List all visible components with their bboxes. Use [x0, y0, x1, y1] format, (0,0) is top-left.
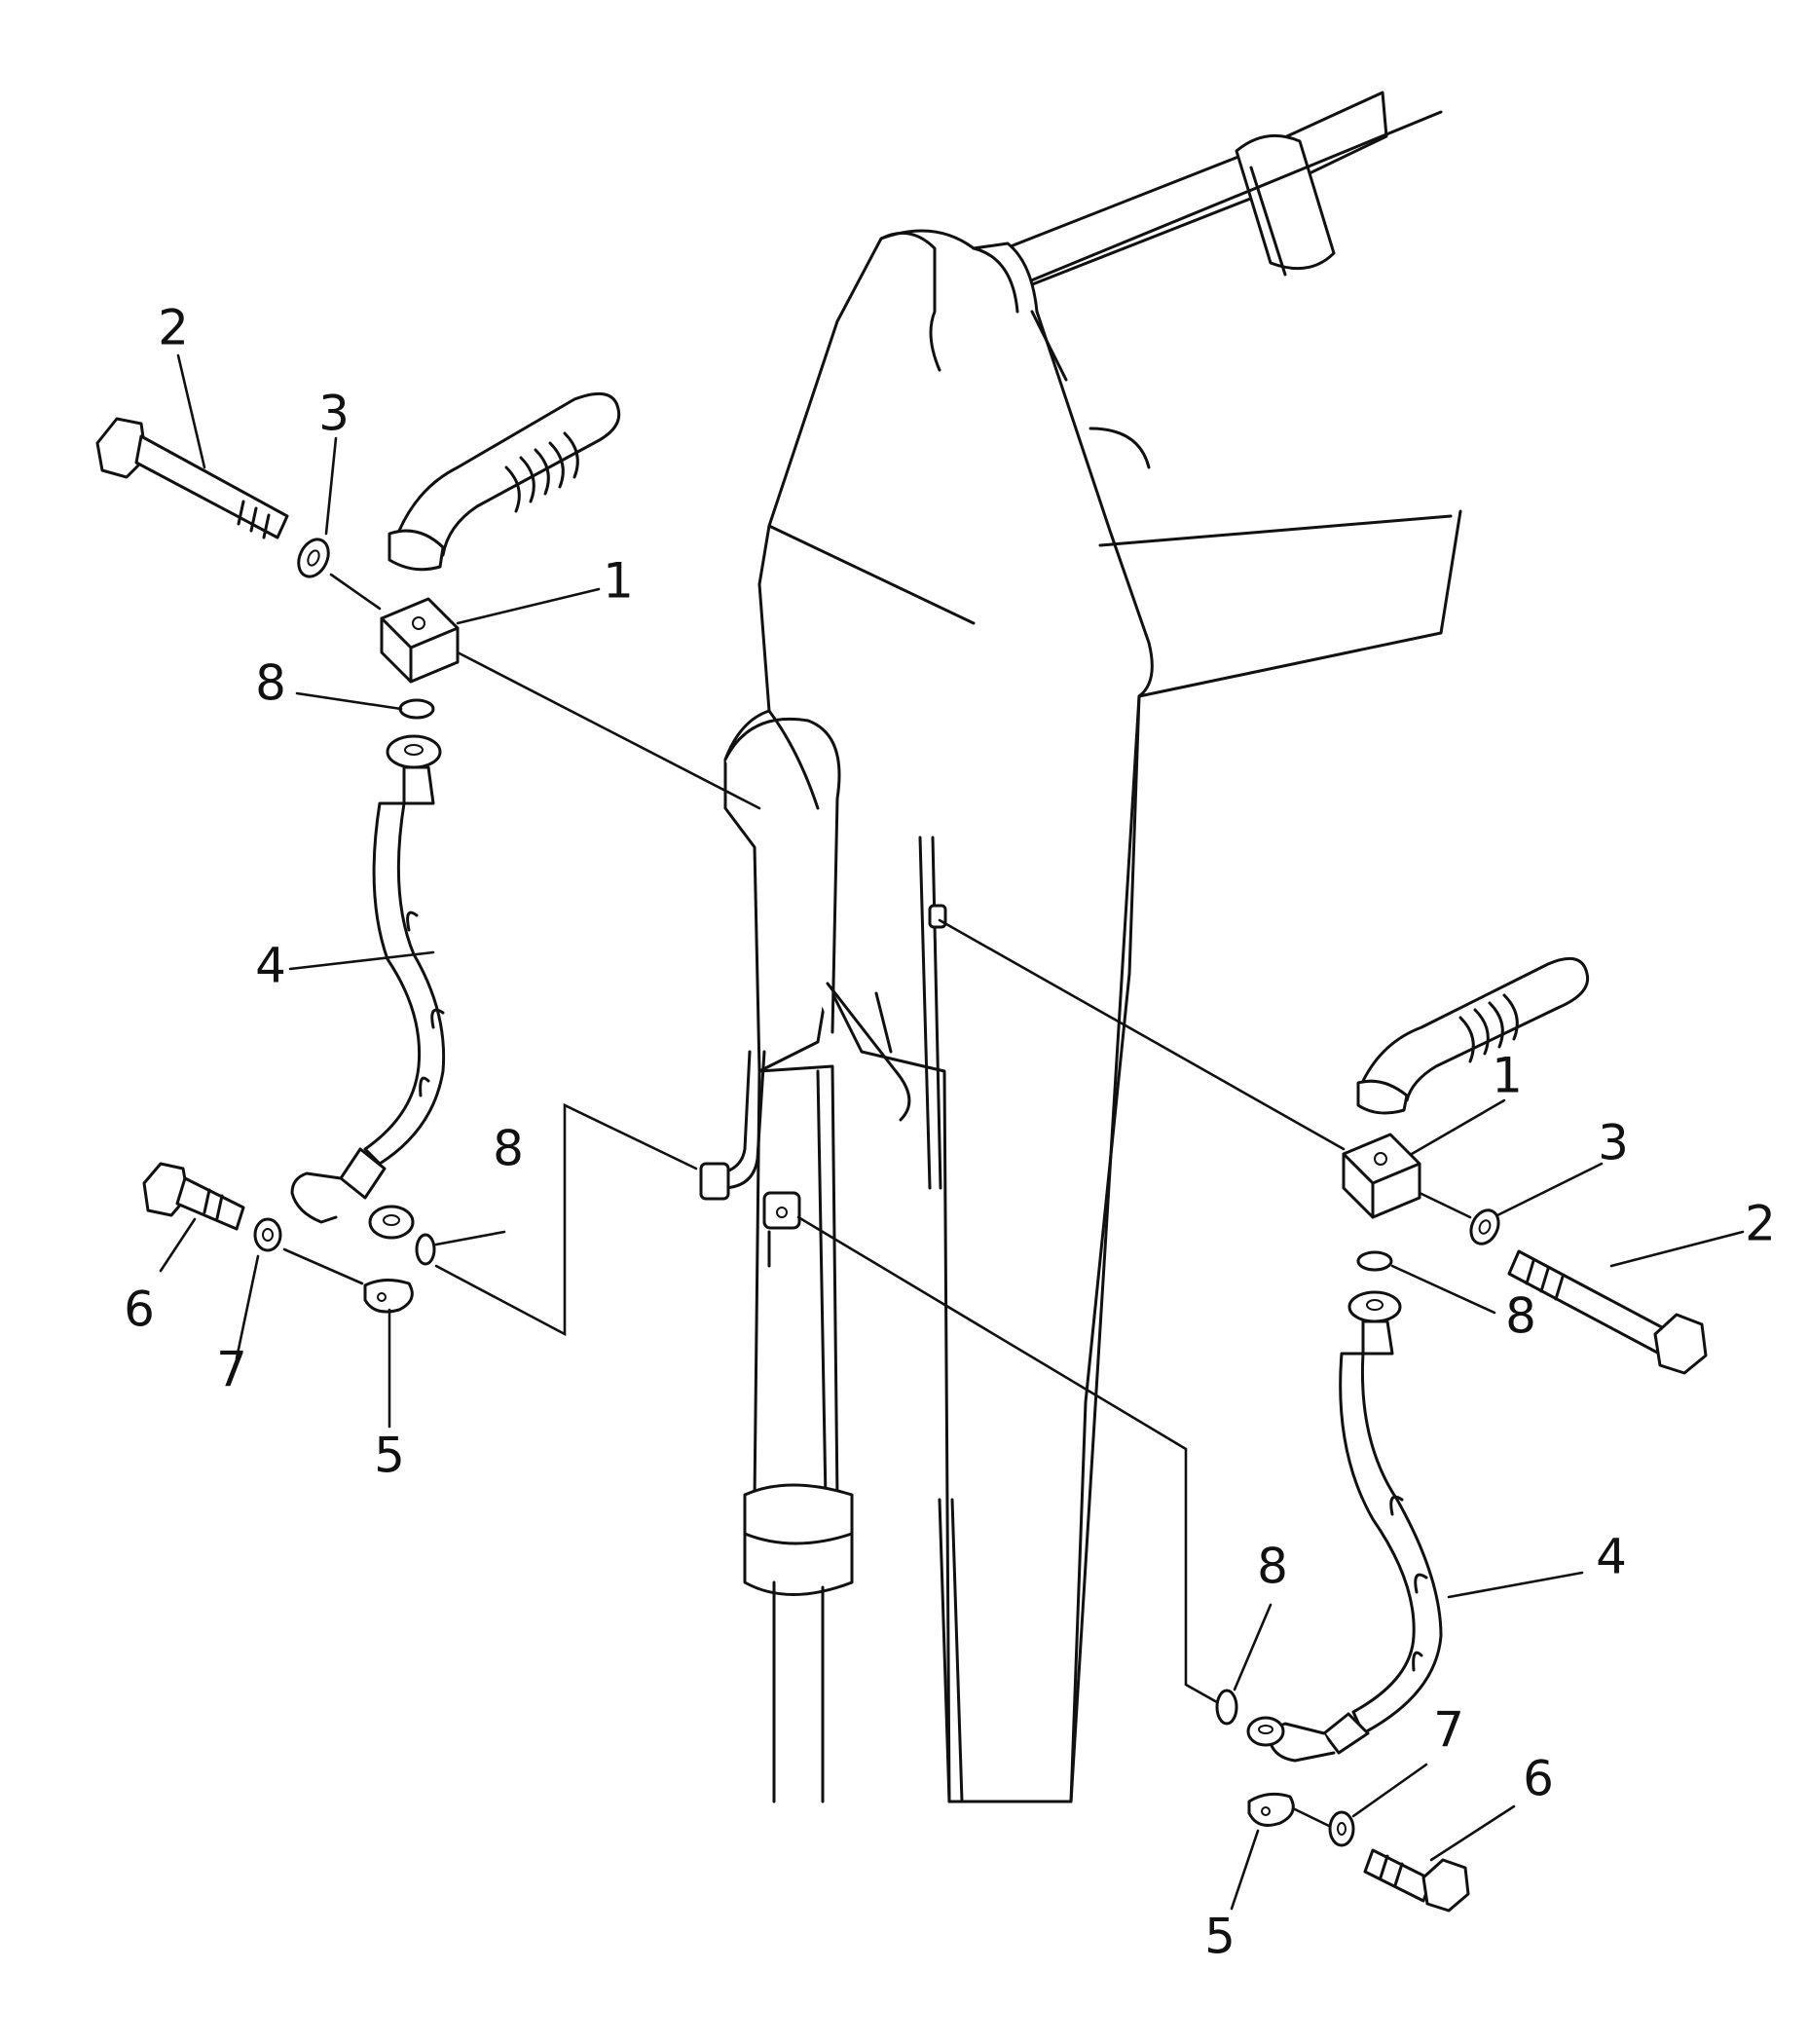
- hose-4-right: [1246, 1290, 1443, 1763]
- block-1-right: [1342, 1133, 1421, 1219]
- left-parts-group: [95, 391, 621, 1314]
- callout-numbers: 2 3 1 8 4 8 6 7 5 1 3 2 8 4 8 7 6 5: [124, 300, 1776, 1965]
- callout-3-right: 3: [1598, 1115, 1629, 1171]
- callout-5-left: 5: [374, 1428, 405, 1484]
- callout-8-left-top: 8: [255, 655, 286, 712]
- callout-6-left: 6: [124, 1282, 155, 1338]
- leader-lines: [159, 353, 1745, 1911]
- arm-body: [723, 229, 1462, 1803]
- o-ring-8-left-bottom: [415, 1233, 436, 1266]
- callout-7-right: 7: [1433, 1702, 1464, 1759]
- callout-3-left: 3: [318, 386, 350, 442]
- boom-cylinder-rod: [986, 91, 1443, 294]
- callout-6-right: 6: [1523, 1751, 1554, 1807]
- o-ring-8-left-top: [398, 698, 435, 720]
- callout-7-left: 7: [216, 1342, 247, 1398]
- callout-2-right: 2: [1745, 1196, 1776, 1252]
- callout-8-left-bottom: 8: [493, 1121, 524, 1177]
- washer-3-right: [1469, 1208, 1500, 1245]
- bolt-6-right: [1363, 1848, 1470, 1913]
- block-1-left: [380, 597, 460, 684]
- cylinder-tube-left: [699, 1050, 766, 1201]
- right-parts-group: [1215, 956, 1708, 1913]
- bolt-2-left: [95, 417, 289, 539]
- callout-8-right-top: 8: [1505, 1288, 1536, 1345]
- upper-pipe-left: [387, 391, 621, 572]
- o-ring-8-right-top: [1356, 1250, 1393, 1272]
- washer-7-left: [253, 1217, 282, 1252]
- bolt-2-right: [1507, 1249, 1708, 1375]
- callout-2-left: 2: [158, 300, 189, 356]
- callout-4-right: 4: [1596, 1529, 1627, 1585]
- callout-1-left: 1: [603, 553, 634, 610]
- boom-arm-assembly: [699, 91, 1462, 1803]
- washer-7-right: [1328, 1810, 1355, 1847]
- arm-side-clip: [928, 904, 947, 929]
- callout-8-right-bottom: 8: [1257, 1539, 1288, 1595]
- washer-3-left: [297, 538, 330, 578]
- split-flange-5-right: [1247, 1792, 1295, 1827]
- upper-pipe-right: [1356, 956, 1590, 1115]
- hose-4-left: [290, 734, 446, 1240]
- bolt-6-left: [142, 1162, 245, 1231]
- o-ring-8-right-bottom: [1215, 1689, 1238, 1726]
- split-flange-5-left: [363, 1279, 414, 1314]
- arm-cylinder: [743, 1064, 854, 1803]
- callout-4-left: 4: [255, 938, 286, 994]
- callout-1-right: 1: [1492, 1048, 1523, 1104]
- callout-5-right: 5: [1204, 1909, 1236, 1965]
- cylinder-clamp-right: [762, 1191, 801, 1268]
